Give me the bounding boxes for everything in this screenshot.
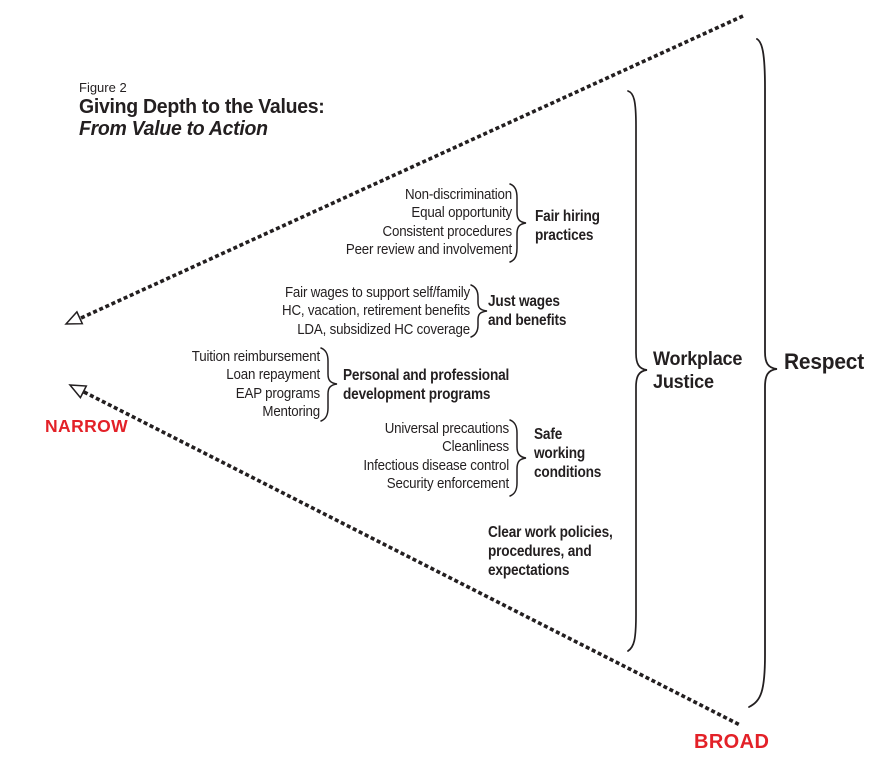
value-items-development: Tuition reimbursement Loan repayment EAP… [142, 348, 320, 422]
scale-label-broad: BROAD [694, 731, 770, 753]
value-item: Security enforcement [386, 476, 509, 493]
brace-just-wages [470, 284, 488, 338]
category-label-line: expectations [488, 561, 570, 579]
category-label-line: practices [535, 226, 594, 244]
value-item: Peer review and involvement [345, 242, 512, 259]
brace-respect [748, 38, 778, 708]
brace-fair-hiring [509, 183, 527, 263]
outcome-label-line: Justice [653, 372, 714, 393]
value-item: Tuition reimbursement [191, 349, 320, 365]
value-item: Non-discrimination [404, 187, 512, 203]
category-label-line: Just wages [488, 293, 560, 310]
value-item: Infectious disease control [363, 457, 509, 474]
figure-title-block: Figure 2 Giving Depth to the Values: Fro… [79, 80, 337, 140]
value-item: Mentoring [262, 404, 320, 421]
value-item: Consistent procedures [382, 223, 513, 240]
category-label-safe-working: Safe working conditions [534, 426, 601, 482]
category-label-line: procedures, and [488, 542, 592, 560]
category-label-line: Clear work policies, [488, 524, 613, 541]
scale-label-narrow: NARROW [45, 416, 129, 436]
top-axis-arrowhead-icon [64, 310, 84, 325]
value-item: Cleanliness [442, 439, 509, 456]
category-label-line: Personal and professional [343, 367, 510, 384]
value-items-fair-hiring: Non-discrimination Equal opportunity Con… [278, 186, 512, 260]
brace-development-programs [320, 347, 338, 422]
value-item: Fair wages to support self/family [284, 285, 470, 301]
figure-number: Figure 2 [79, 80, 127, 95]
value-items-just-wages: Fair wages to support self/family HC, va… [232, 284, 470, 339]
brace-workplace-justice [627, 90, 648, 652]
category-label-line: working [534, 444, 586, 462]
category-label-line: Fair hiring [535, 208, 600, 225]
figure-subtitle: From Value to Action [79, 117, 268, 140]
category-label-line: conditions [534, 463, 602, 481]
bottom-axis-arrowhead-icon [68, 384, 88, 399]
category-label-fair-hiring: Fair hiring practices [535, 208, 600, 246]
category-label-development: Personal and professional development pr… [343, 367, 509, 405]
category-label-line: development programs [343, 385, 491, 403]
outcome-respect: Respect [784, 349, 864, 374]
bottom-axis-dotted-line [83, 390, 741, 727]
value-item: Loan repayment [226, 367, 320, 384]
value-item: Universal precautions [384, 421, 509, 437]
value-item: HC, vacation, retirement benefits [282, 303, 470, 320]
category-label-line: Safe [534, 426, 563, 443]
value-items-safe-working: Universal precautions Cleanliness Infect… [281, 420, 509, 494]
top-axis-dotted-line [80, 14, 744, 320]
figure-title: Giving Depth to the Values: [79, 95, 325, 118]
outcome-workplace-justice: Workplace Justice [653, 348, 742, 394]
category-label-clear-policies: Clear work policies, procedures, and exp… [488, 524, 613, 580]
brace-safe-working [509, 419, 527, 497]
value-item: Equal opportunity [411, 205, 512, 222]
category-label-just-wages: Just wages and benefits [488, 293, 566, 331]
category-label-line: and benefits [488, 311, 567, 329]
value-item: LDA, subsidized HC coverage [297, 321, 470, 338]
outcome-label-line: Workplace [653, 349, 743, 370]
value-item: EAP programs [235, 385, 320, 402]
